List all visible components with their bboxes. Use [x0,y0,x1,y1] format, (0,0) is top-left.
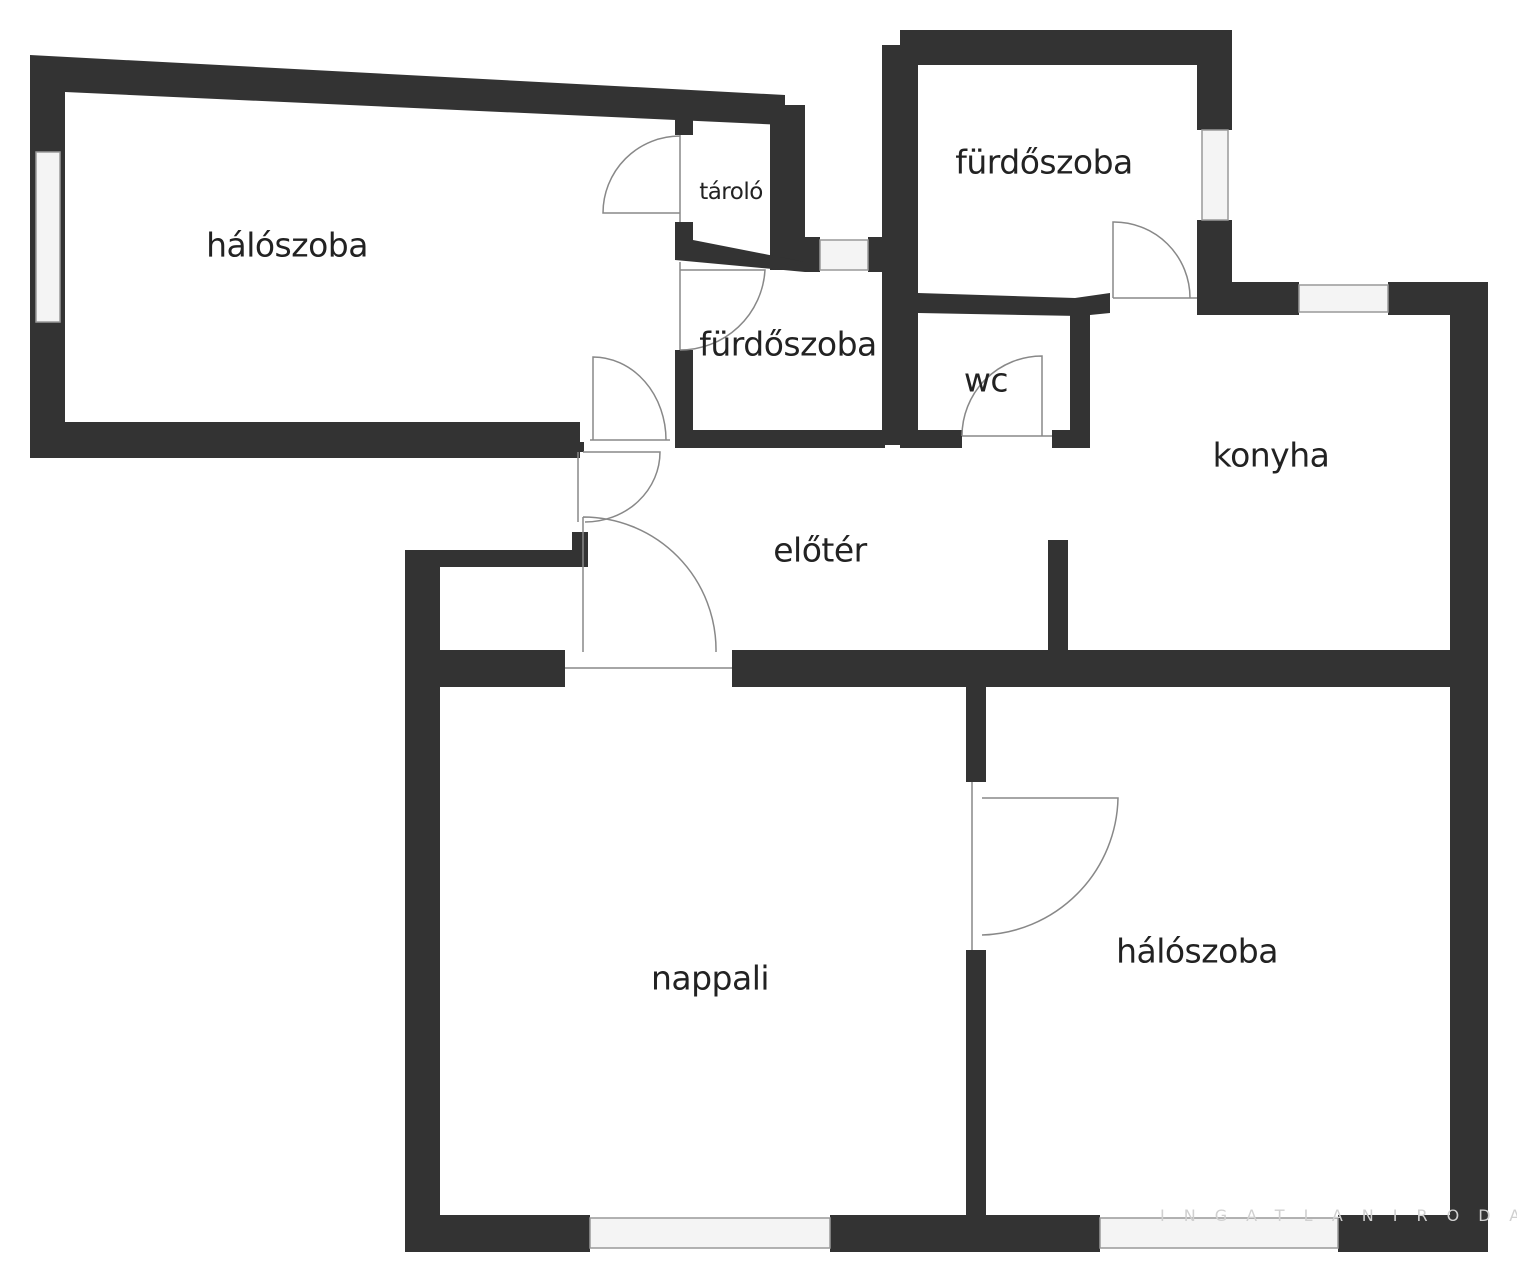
room-label-bedroom-top: hálószoba [206,225,368,265]
room-label-kitchen: konyha [1212,435,1330,475]
door-entrance-small [577,451,661,523]
doors [565,135,1197,950]
wall [918,293,1110,316]
watermark: INGATLANIRODA [1160,1206,1517,1225]
wall [572,442,584,452]
wall [966,950,986,1220]
door-top-bath [1112,221,1197,299]
wall [405,532,588,1252]
room-label-living: nappali [650,958,770,998]
wall [732,650,1452,687]
window [589,1217,831,1249]
windows [35,129,1389,1249]
wall [30,55,785,458]
wall [900,430,962,448]
room-label-bathroom-top: fürdőszoba [955,142,1133,182]
wall [1048,540,1068,655]
wall [1052,430,1090,448]
wall [830,1215,1100,1252]
room-label-bedroom-bottom: hálószoba [1116,931,1278,971]
door-small-bath [679,262,766,351]
wall [675,120,693,135]
room-label-storage: tároló [699,179,763,205]
wall [675,430,885,448]
walls [30,30,1488,1252]
wall [1450,282,1488,1252]
window [819,239,869,271]
wall [966,687,986,782]
wall [868,237,883,272]
door-wc [961,355,1052,437]
window [1201,129,1229,221]
wall [1070,310,1090,448]
door-bedroom-bottom [971,782,1119,950]
wall [675,222,805,272]
wall [405,1215,590,1252]
room-label-hall: előtér [773,530,867,570]
room-label-bathroom-small: fürdőszoba [699,324,877,364]
wall [675,350,693,445]
door-entrance [565,516,732,669]
door-bedroom-top [590,356,670,441]
window [35,151,61,323]
wall [882,30,1232,445]
wall [770,105,805,270]
wall [1338,1215,1488,1252]
wall [440,650,565,687]
door-storage [602,135,681,222]
window [1099,1217,1339,1249]
window [1298,284,1389,313]
wall [805,237,820,272]
wall [1197,282,1299,315]
room-label-wc: wc [963,360,1009,400]
